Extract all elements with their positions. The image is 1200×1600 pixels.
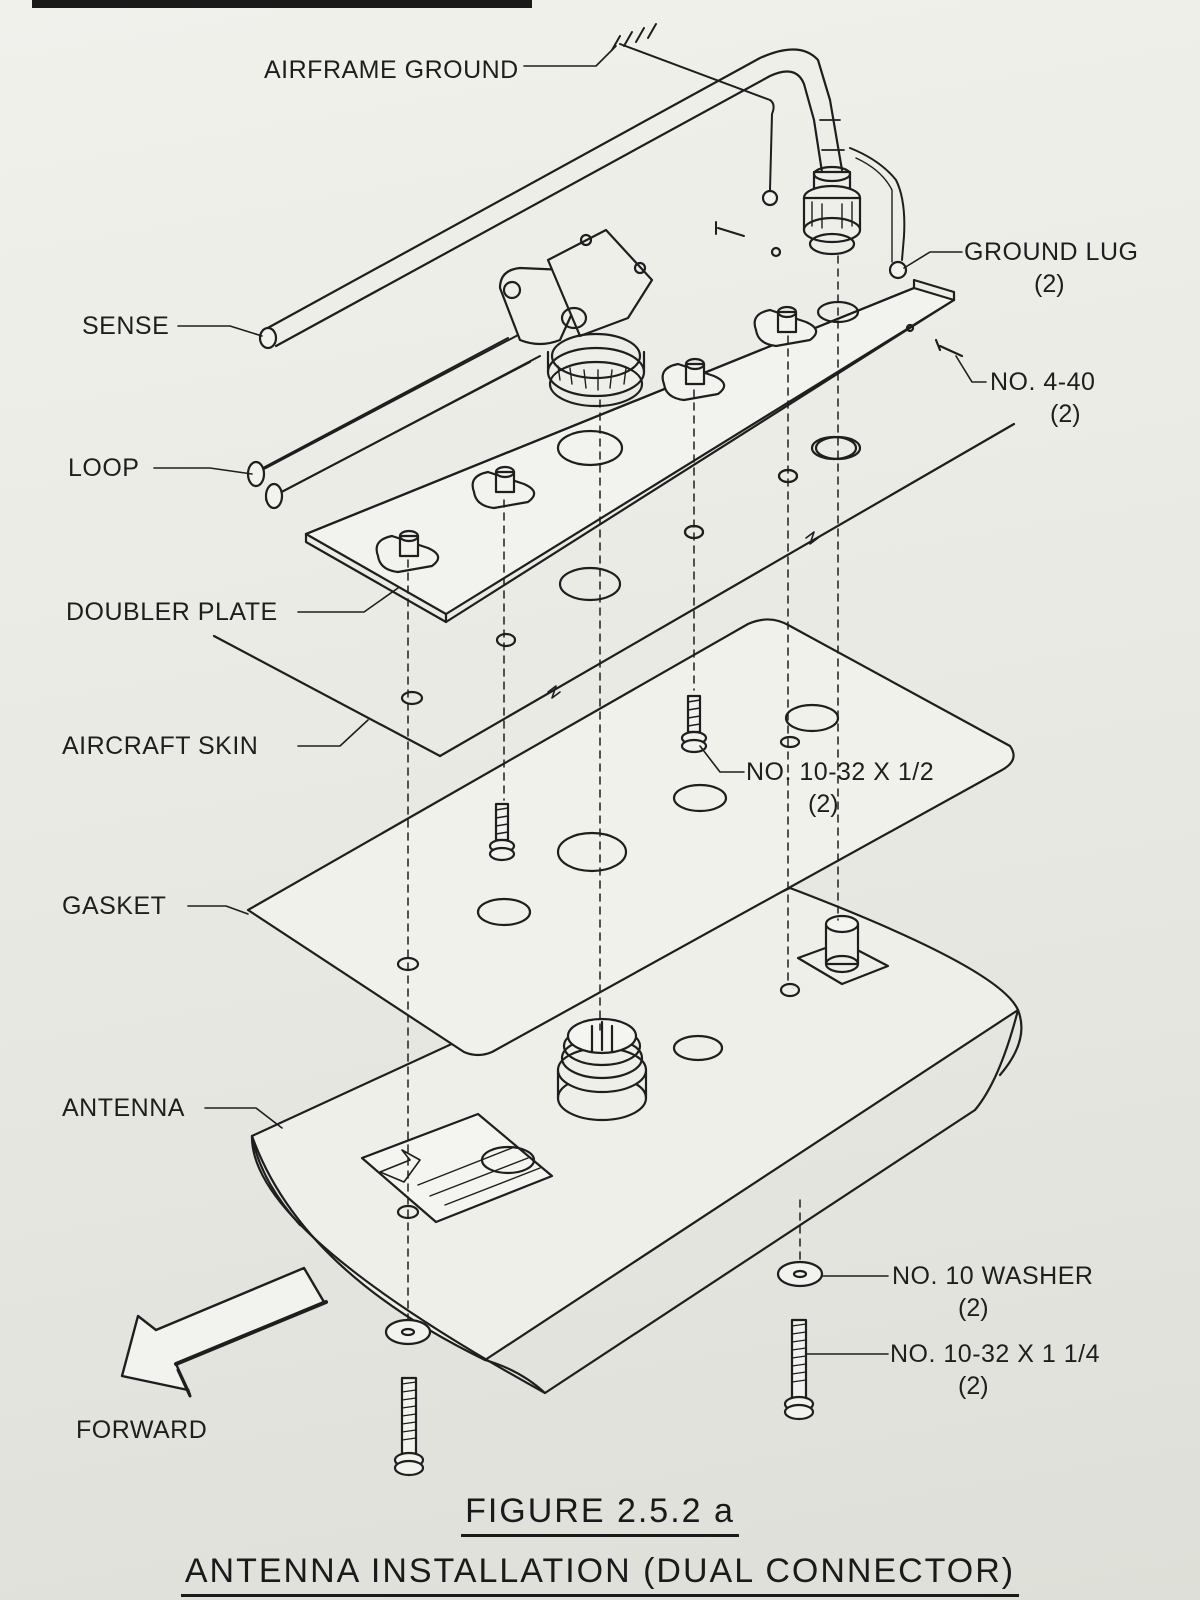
forward-arrow [120,1266,328,1398]
doubler-plate [304,278,956,624]
label-washer-10-qty: (2) [958,1294,989,1322]
antenna-sense-connector [796,914,890,986]
antenna-mount-hole [396,1204,420,1220]
antenna-body [250,886,1023,1395]
nut-plate [753,305,818,348]
nut-plate [375,529,440,574]
screw-4-40 [934,338,964,358]
screw [715,221,745,237]
label-washer-10: NO. 10 WASHER [892,1262,1094,1290]
label-screw-10-32-short-qty: (2) [808,790,839,818]
label-gasket: GASKET [62,892,167,920]
figure-number-text: FIGURE 2.5.2 a [461,1492,739,1537]
antenna-hole [480,1145,536,1175]
loop-connector [498,228,654,408]
nut-plate [471,465,536,510]
antenna-mount-hole [779,982,801,998]
label-screw-4-40: NO. 4-40 [990,368,1096,396]
figure-number: FIGURE 2.5.2 a [0,1492,1200,1537]
label-screw-10-32-long-qty: (2) [958,1372,989,1400]
label-ground-lug: GROUND LUG [964,238,1139,266]
top-border-bar [32,0,532,8]
label-ground-lug-qty: (2) [1034,270,1065,298]
washer-10 [776,1260,824,1288]
label-screw-10-32-long: NO. 10-32 X 1 1/4 [890,1340,1101,1368]
antenna-main-connector [556,1017,648,1122]
screw-10-32-long [783,1318,815,1421]
sense-cable-connector [802,165,862,256]
figure-title-text: ANTENNA INSTALLATION (DUAL CONNECTOR) [180,1552,1020,1597]
ground-symbol [611,23,657,51]
loop-cables [246,333,541,510]
nut-plate [661,357,726,402]
gasket [246,618,1015,1057]
antenna-hole [672,1034,724,1062]
sense-cable [258,48,845,350]
label-forward: FORWARD [76,1416,208,1444]
aircraft-skin [212,422,1016,758]
label-screw-10-32-short: NO. 10-32 X 1/2 [746,758,935,786]
washer-10 [384,1318,432,1346]
screw-10-32-long [393,1376,425,1477]
antenna-id-plate [360,1112,554,1224]
label-aircraft-skin: AIRCRAFT SKIN [62,732,259,760]
screw-10-32-short [680,694,708,754]
ground-lug [888,260,908,280]
label-screw-4-40-qty: (2) [1050,400,1081,428]
screw-10-32-short [488,802,516,862]
label-doubler-plate: DOUBLER PLATE [66,598,278,626]
figure-title: ANTENNA INSTALLATION (DUAL CONNECTOR) [0,1552,1200,1597]
alignment-lines [407,255,839,1321]
label-sense: SENSE [82,312,170,340]
label-loop: LOOP [68,454,140,482]
ground-wires [611,23,964,358]
label-airframe-ground: AIRFRAME GROUND [264,56,519,84]
label-antenna: ANTENNA [62,1094,185,1122]
leader-lines [153,45,987,1355]
